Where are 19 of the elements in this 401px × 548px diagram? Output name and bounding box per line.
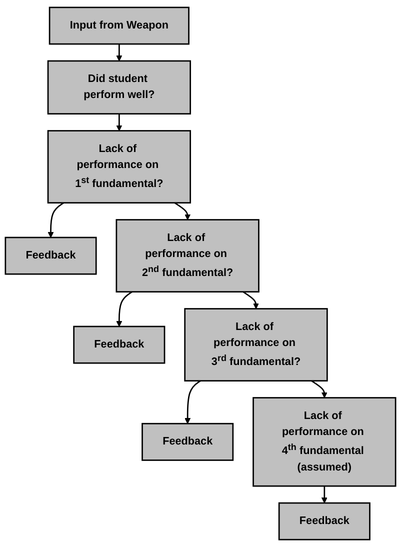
node-box: Lack of performance on 1$^{st}$ fundamental? [47, 130, 192, 204]
arrow [48, 202, 64, 238]
node-box: Feedback [142, 423, 234, 462]
node-box: Did student perform well? [47, 60, 192, 115]
node-box: Feedback [278, 502, 370, 541]
node-box: Input from Weapon [48, 7, 190, 46]
arrow [174, 202, 191, 220]
arrow [116, 114, 122, 132]
node-box: Lack of performance on 3$^{rd}$ fundamental? [184, 308, 328, 382]
node-box: Feedback [4, 237, 97, 276]
arrow [242, 292, 259, 310]
node-box: Lack of performance on 4$^{th}$ fundamental (assumed) [252, 398, 396, 488]
arrow [321, 486, 328, 504]
arrow [184, 380, 201, 424]
arrow [116, 292, 133, 328]
node-box: Feedback [73, 326, 166, 364]
arrow [116, 44, 122, 62]
node-box: Lack of performance on 2$^{nd}$ fundamental? [116, 220, 260, 293]
arrow [311, 380, 328, 398]
